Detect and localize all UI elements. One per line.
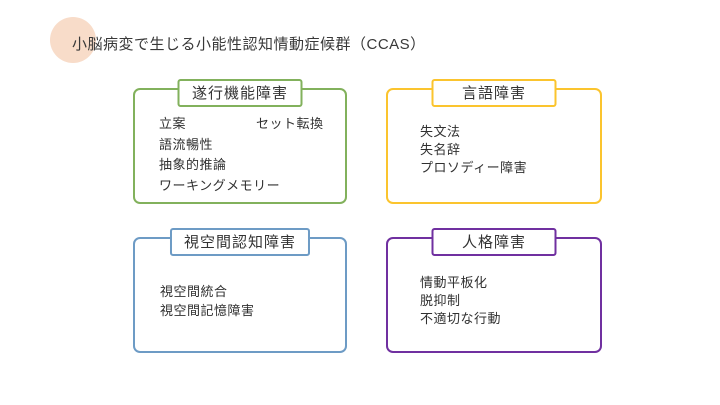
list-item: ワーキングメモリー <box>159 177 281 193</box>
list-item: 失文法 <box>420 124 461 139</box>
card-personality-title: 人格障害 <box>431 228 557 256</box>
list-item: 抽象的推論 <box>159 157 227 172</box>
list-item: 視空間統合 <box>160 284 228 299</box>
card-executive-function-body: 立案 セット転換 語流暢性 抽象的推論 ワーキングメモリー <box>135 90 345 196</box>
card-visuospatial: 視空間認知障害 視空間統合 視空間記憶障害 <box>133 228 347 353</box>
list-item: 視空間記憶障害 <box>160 303 255 318</box>
list-item: 語流暢性 <box>159 136 214 152</box>
card-language-body: 失文法 失名辞 プロソディー障害 <box>388 90 600 177</box>
list-item: 情動平板化 <box>420 275 488 290</box>
card-visuospatial-title: 視空間認知障害 <box>169 228 311 256</box>
card-language-title: 言語障害 <box>431 79 557 107</box>
list-item: 不適切な行動 <box>420 311 502 326</box>
decorative-circle <box>50 17 96 63</box>
card-personality: 人格障害 情動平板化 脱抑制 不適切な行動 <box>386 228 602 353</box>
list-item: プロソディー障害 <box>420 160 528 175</box>
card-executive-function: 遂行機能障害 立案 セット転換 語流暢性 抽象的推論 ワーキングメモリー <box>133 79 347 204</box>
card-visuospatial-body: 視空間統合 視空間記憶障害 <box>135 239 345 320</box>
list-item: 脱抑制 <box>420 293 461 308</box>
card-language: 言語障害 失文法 失名辞 プロソディー障害 <box>386 79 602 204</box>
list-item-text: 立案 <box>159 116 187 131</box>
card-executive-function-title: 遂行機能障害 <box>177 79 303 107</box>
list-item: 失名辞 <box>420 142 461 157</box>
slide-title: 小脳病変で生じる小能性認知情動症候群（CCAS） <box>72 36 426 53</box>
card-personality-body: 情動平板化 脱抑制 不適切な行動 <box>388 239 600 328</box>
list-item: 立案 セット転換 <box>159 114 337 135</box>
list-item-text: セット転換 <box>256 116 324 131</box>
